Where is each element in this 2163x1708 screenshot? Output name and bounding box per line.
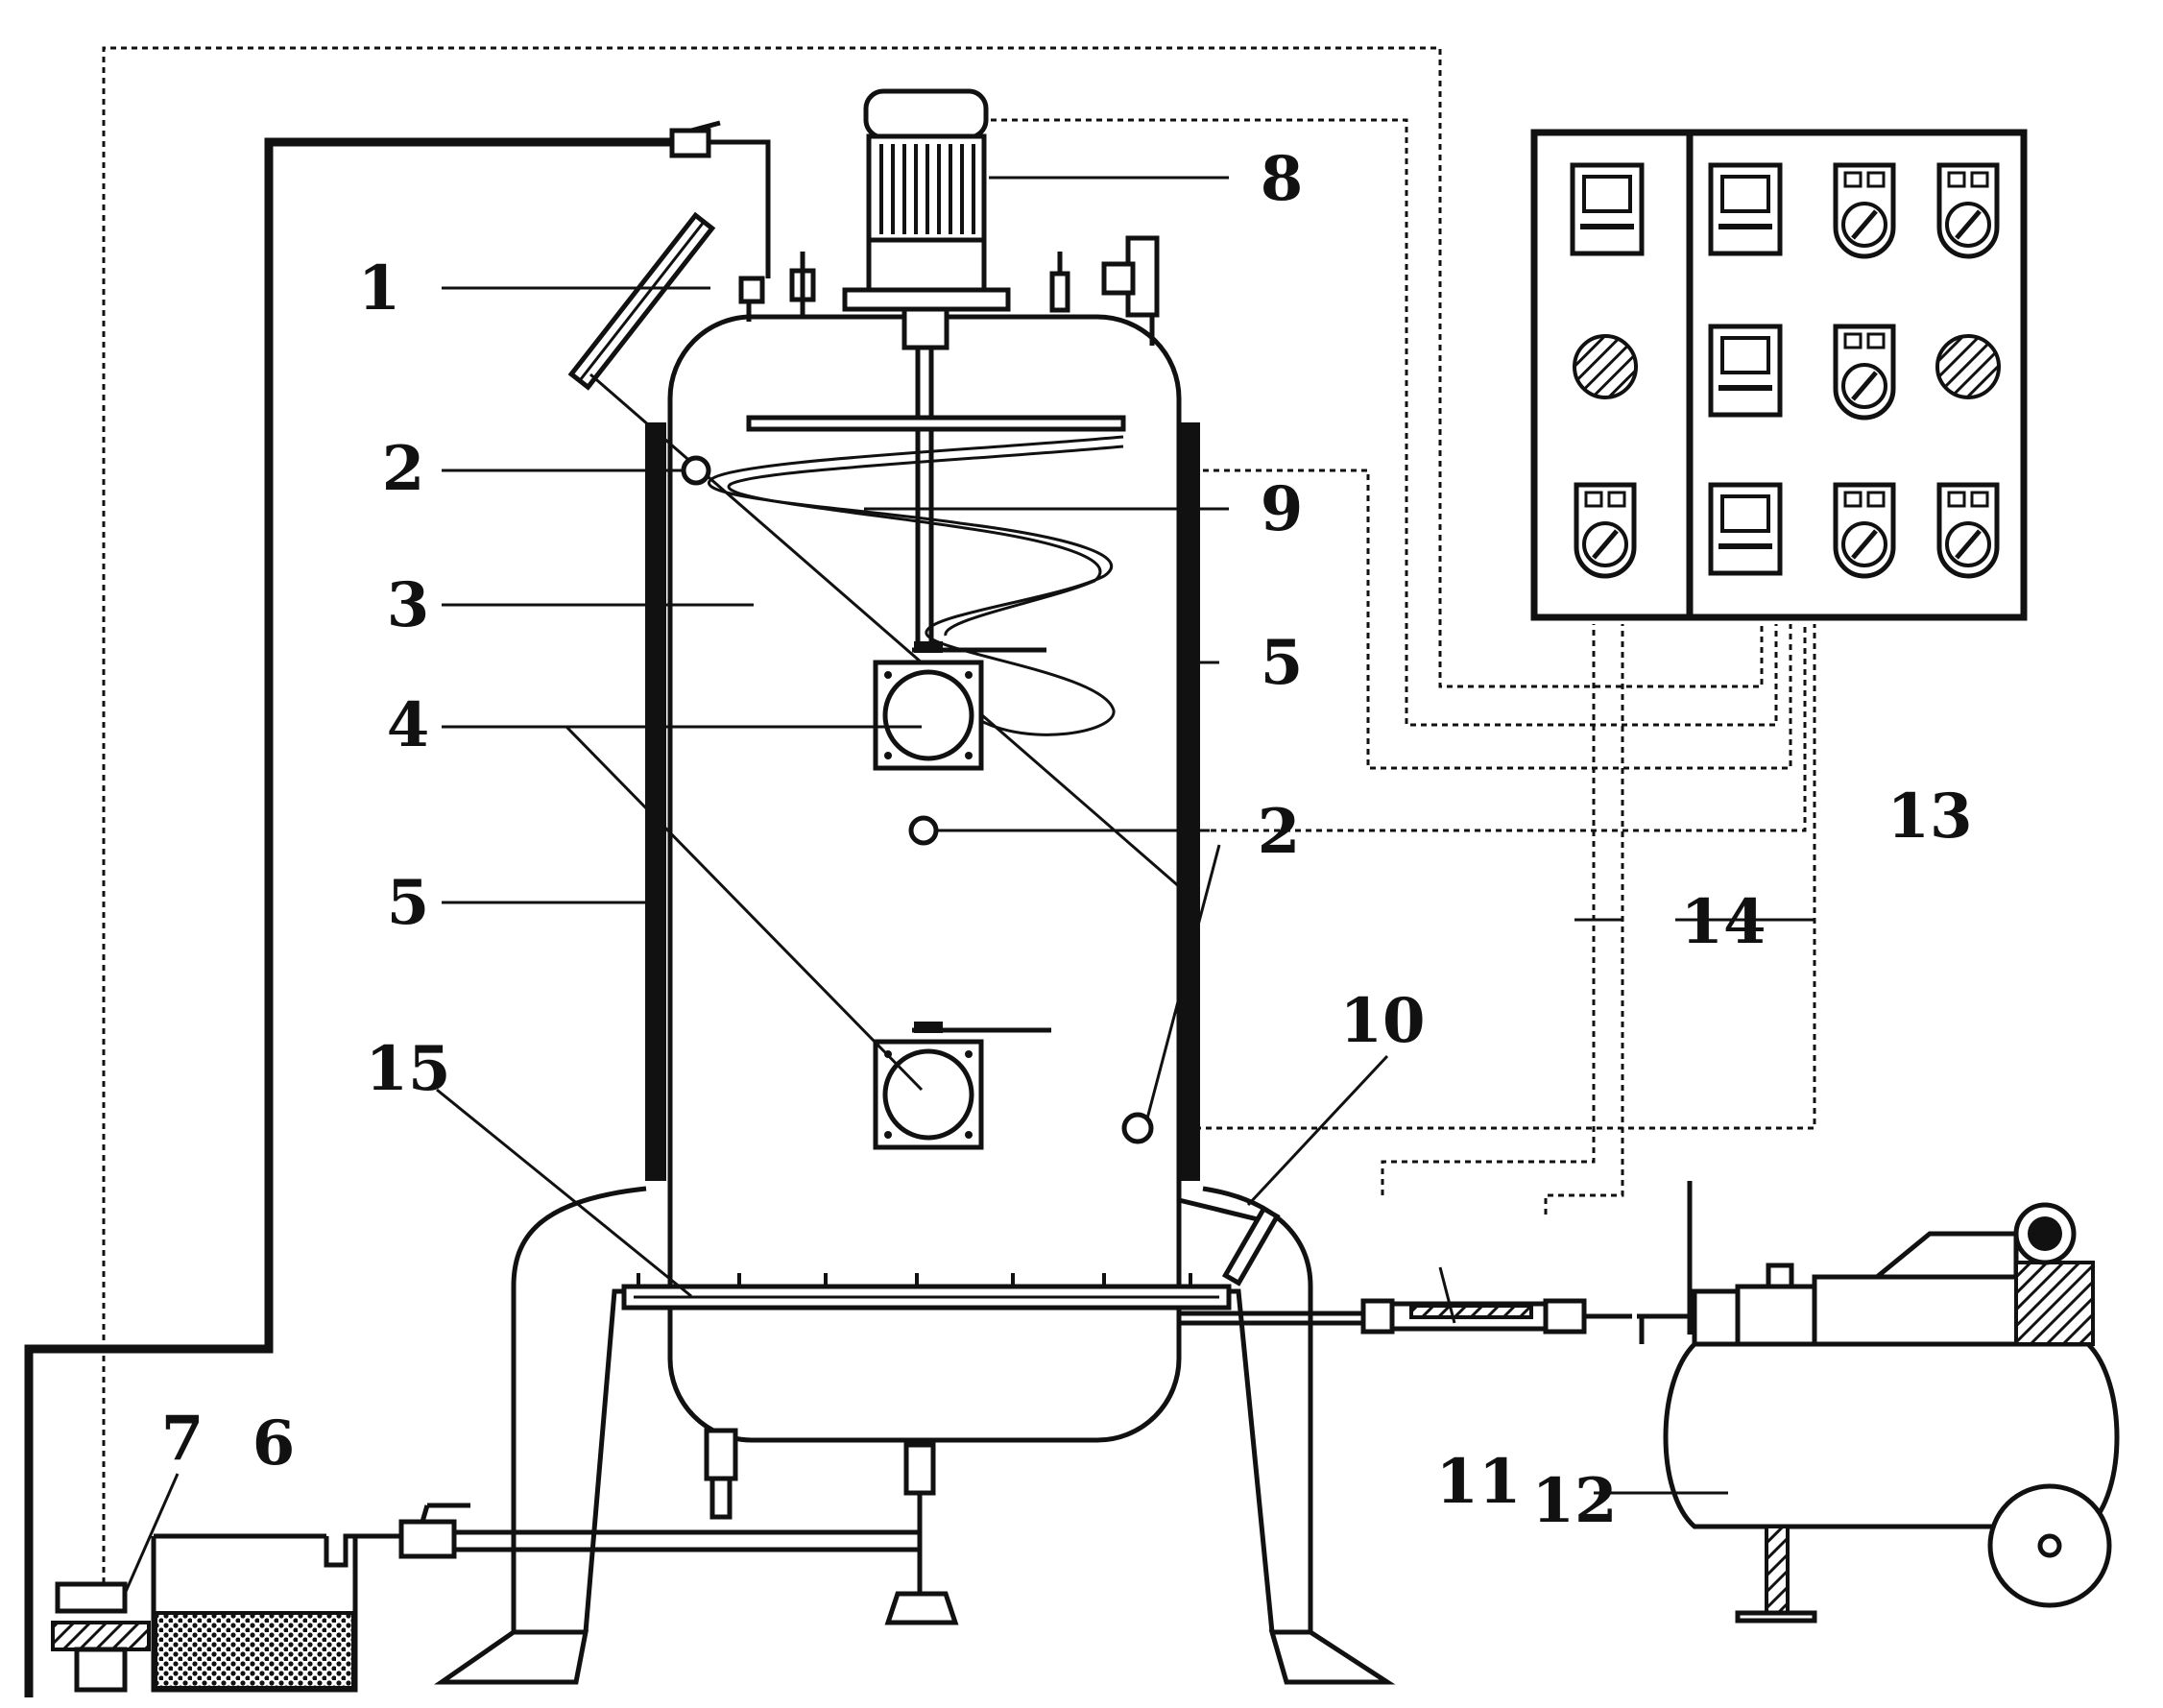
support-stand (434, 1186, 1396, 1685)
air-distributor (621, 1273, 1363, 1326)
callout-12: 12 (1531, 1465, 1617, 1537)
callout-14: 14 (1680, 886, 1766, 958)
callout-4: 4 (387, 689, 430, 761)
dial-gauge (1833, 482, 1896, 579)
control-knob (1935, 334, 2001, 399)
callout-2b: 2 (1258, 796, 1301, 868)
flow-meter (1360, 1298, 1690, 1344)
supply-valve-top-icon (669, 128, 711, 158)
water-tank (151, 1428, 959, 1693)
callout-5a: 5 (1261, 627, 1304, 699)
feed-tube (567, 211, 716, 391)
spiral-stirrer (707, 415, 1126, 736)
callout-leaders (123, 176, 1815, 1595)
pressure-valve (51, 1581, 151, 1693)
dial-gauge (1833, 324, 1896, 421)
temperature-sensors (681, 455, 1154, 1144)
callout-15: 15 (365, 1033, 450, 1105)
heating-jacket-right (1179, 422, 1200, 1181)
sight-glasses (873, 641, 1051, 1150)
callout-2a: 2 (382, 433, 425, 505)
callout-3: 3 (387, 569, 430, 641)
air-supply-line (24, 120, 771, 1697)
callout-9: 9 (1261, 473, 1304, 545)
top-fittings (567, 211, 1182, 890)
relief-valve (1221, 1205, 1281, 1287)
callout-labels: 1 2 2 3 4 5 5 6 7 8 9 10 11 12 13 14 15 (161, 143, 1973, 1537)
dial-gauge (1936, 162, 2000, 259)
display-screen (1708, 162, 1783, 256)
callout-7: 7 (161, 1403, 204, 1475)
control-knob (1573, 334, 1638, 399)
callout-1: 1 (358, 253, 401, 325)
heating-jacket-left (645, 422, 666, 1181)
air-compressor (1663, 1181, 2120, 1624)
display-screen (1570, 162, 1645, 256)
display-screen (1708, 324, 1783, 418)
callout-8: 8 (1261, 143, 1304, 215)
control-cabinet (1530, 129, 2028, 621)
dial-gauge (1936, 482, 2000, 579)
callout-5b: 5 (387, 867, 430, 939)
dial-gauge (1574, 482, 1637, 579)
callout-10: 10 (1339, 985, 1425, 1057)
callout-13: 13 (1887, 781, 1972, 853)
callout-6: 6 (252, 1407, 296, 1479)
display-screen (1708, 482, 1783, 576)
stirrer-motor (842, 88, 1011, 653)
dial-gauge (1833, 162, 1896, 259)
callout-11: 11 (1435, 1446, 1521, 1518)
